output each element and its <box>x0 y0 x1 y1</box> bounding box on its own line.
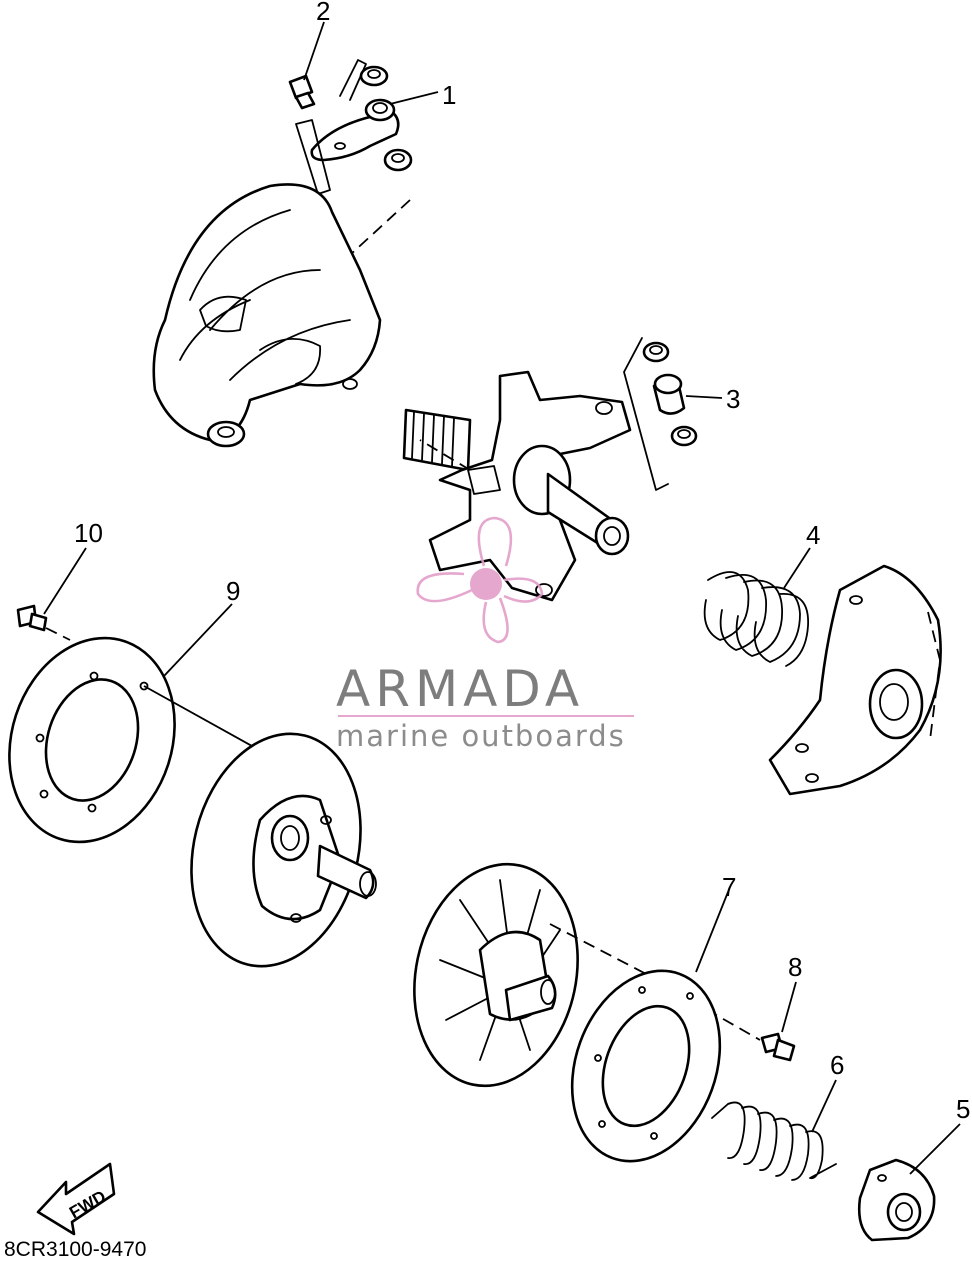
part-upper-sheave <box>152 183 382 448</box>
part-bushing-3-set <box>623 337 698 491</box>
part-spring-4 <box>703 571 809 667</box>
part-lever-1 <box>310 98 400 162</box>
callout-10: 10 <box>74 518 103 548</box>
callout-7: 7 <box>722 872 736 902</box>
assembly-line-10 <box>45 627 71 641</box>
assembly-line-9 <box>143 685 271 757</box>
callout-8: 8 <box>788 952 802 982</box>
part-bushing-lower <box>383 148 413 172</box>
part-bolt-8 <box>760 1032 796 1062</box>
part-cam-cover <box>768 564 942 796</box>
diagram-code: 8CR3100-9470 <box>4 1238 146 1261</box>
part-spring-6 <box>711 1101 837 1181</box>
part-bushing-upper <box>359 65 389 87</box>
part-cap-5 <box>857 1158 936 1242</box>
part-disc-9 <box>8 636 176 844</box>
bracket-plate-left <box>295 119 331 195</box>
callout-6: 6 <box>830 1050 844 1080</box>
callout-4: 4 <box>806 520 820 550</box>
watermark-logo: ARMADA marine outboards <box>336 516 634 753</box>
callout-3: 3 <box>726 384 740 414</box>
part-bolt-10 <box>16 604 48 632</box>
part-spider-shaft <box>402 370 632 602</box>
part-bolt-2 <box>288 74 316 110</box>
callout-9: 9 <box>226 576 240 606</box>
part-disc-7 <box>570 969 722 1163</box>
propeller-logo-icon <box>416 516 544 644</box>
watermark-brand: ARMADA <box>336 660 584 718</box>
bracket-edge-top <box>339 59 367 101</box>
callout-1: 1 <box>442 80 456 110</box>
assembly-line-spider <box>419 439 471 471</box>
fwd-arrow-icon: FWD <box>36 1162 116 1236</box>
callout-2: 2 <box>316 0 330 26</box>
watermark-tagline: marine outboards <box>336 719 626 753</box>
part-movable-sheave <box>413 862 579 1088</box>
callout-5: 5 <box>956 1094 970 1124</box>
callout-leaders <box>43 21 961 1175</box>
assembly-line-8 <box>689 999 761 1041</box>
part-sheave-shaft <box>190 732 377 968</box>
